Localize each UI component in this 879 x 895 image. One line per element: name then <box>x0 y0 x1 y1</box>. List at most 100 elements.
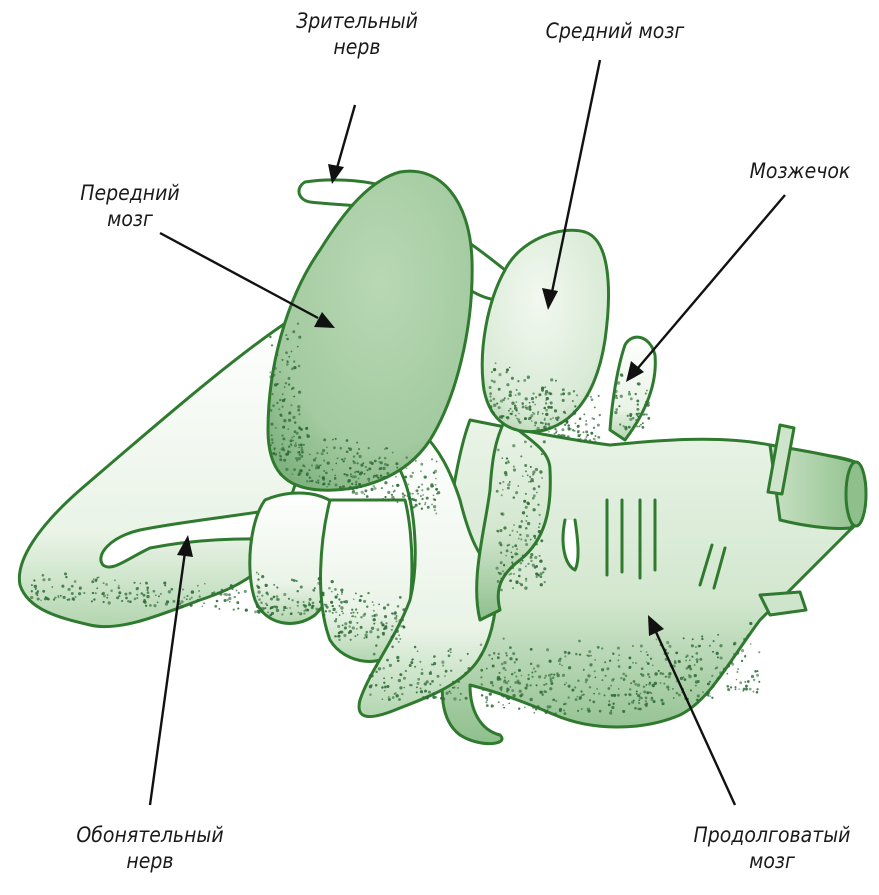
stipple-dot <box>309 480 311 482</box>
stipple-dot <box>628 703 631 706</box>
stipple-dot <box>593 438 596 441</box>
stipple-dot <box>307 609 310 612</box>
stipple-dot <box>617 381 620 384</box>
stipple-dot <box>540 583 543 586</box>
stipple-dot <box>397 659 400 662</box>
stipple-dot <box>513 466 515 468</box>
stipple-dot <box>35 592 38 595</box>
stipple-dot <box>507 398 509 400</box>
stipple-dot <box>541 389 544 392</box>
stipple-dot <box>381 686 383 688</box>
stipple-dot <box>278 408 280 410</box>
stipple-dot <box>355 492 358 495</box>
stipple-dot <box>323 459 325 461</box>
stipple-dot <box>637 708 640 711</box>
stipple-dot <box>489 386 492 389</box>
stipple-dot <box>530 539 532 541</box>
stipple-dot <box>518 413 520 415</box>
stipple-dot <box>563 709 565 711</box>
stipple-dot <box>323 438 326 441</box>
stipple-dot <box>601 647 603 649</box>
stipple-dot <box>311 480 314 483</box>
stipple-dot <box>486 699 488 701</box>
stipple-dot <box>583 414 585 416</box>
stipple-dot <box>509 394 512 397</box>
stipple-dot <box>536 684 538 686</box>
stipple-dot <box>292 387 295 390</box>
stipple-dot <box>575 409 577 411</box>
stipple-dot <box>319 465 321 467</box>
stipple-dot <box>574 686 576 688</box>
stipple-dot <box>498 541 501 544</box>
stipple-dot <box>525 397 528 400</box>
stipple-dot <box>594 670 596 672</box>
stipple-dot <box>493 368 496 371</box>
stipple-dot <box>500 512 503 515</box>
stipple-dot <box>426 487 429 490</box>
stipple-dot <box>333 446 336 449</box>
stipple-dot <box>512 411 514 413</box>
stipple-dot <box>520 538 522 540</box>
stipple-dot <box>742 690 744 692</box>
stipple-dot <box>360 471 363 474</box>
stipple-dot <box>696 658 699 661</box>
stipple-dot <box>417 678 420 681</box>
stipple-dot <box>498 701 500 703</box>
stipple-dot <box>79 586 82 589</box>
stipple-dot <box>254 610 257 613</box>
arrow-cerebellum <box>626 195 785 382</box>
stipple-dot <box>622 710 625 713</box>
stipple-dot <box>623 678 626 681</box>
stipple-dot <box>424 504 426 506</box>
stipple-dot <box>405 456 407 458</box>
stipple-dot <box>460 693 462 695</box>
stipple-dot <box>383 476 386 479</box>
stipple-dot <box>667 689 669 691</box>
stipple-dot <box>550 378 553 381</box>
stipple-dot <box>146 586 149 589</box>
stipple-dot <box>568 685 571 688</box>
label-olfactory-nerve-line2: нерв <box>65 848 236 874</box>
stipple-dot <box>373 614 375 616</box>
stipple-dot <box>750 643 752 645</box>
stipple-dot <box>591 417 593 419</box>
stipple-dot <box>444 675 446 677</box>
stipple-dot <box>534 537 536 539</box>
stipple-dot <box>360 616 363 619</box>
stipple-dot <box>517 380 519 382</box>
stipple-dot <box>651 697 653 699</box>
stipple-dot <box>412 498 415 501</box>
stipple-dot <box>573 412 576 415</box>
stipple-dot <box>309 454 311 456</box>
stipple-dot <box>536 427 539 430</box>
stipple-dot <box>615 408 618 411</box>
stipple-dot <box>500 589 503 592</box>
stipple-dot <box>756 691 759 694</box>
stipple-dot <box>719 671 722 674</box>
stipple-dot <box>515 658 518 661</box>
stipple-dot <box>355 592 357 594</box>
stipple-dot <box>433 505 436 508</box>
stipple-dot <box>398 634 400 636</box>
stipple-dot <box>539 555 541 557</box>
stipple-dot <box>509 657 512 660</box>
stipple-dot <box>349 621 351 623</box>
stipple-dot <box>334 620 337 623</box>
stipple-dot <box>516 389 518 391</box>
stipple-dot <box>656 639 658 641</box>
stipple-dot <box>538 530 541 533</box>
stipple-dot <box>458 681 461 684</box>
stipple-dot <box>691 644 694 647</box>
stipple-dot <box>296 590 298 592</box>
stipple-dot <box>380 475 383 478</box>
stipple-dot <box>334 588 337 591</box>
stipple-dot <box>332 608 335 611</box>
stipple-dot <box>649 682 651 684</box>
stipple-dot <box>328 587 331 590</box>
stipple-dot <box>634 707 637 710</box>
stipple-dot <box>528 481 530 483</box>
stipple-dot <box>418 486 420 488</box>
stipple-dot <box>68 598 70 600</box>
stipple-dot <box>506 416 508 418</box>
stipple-dot <box>311 605 313 607</box>
